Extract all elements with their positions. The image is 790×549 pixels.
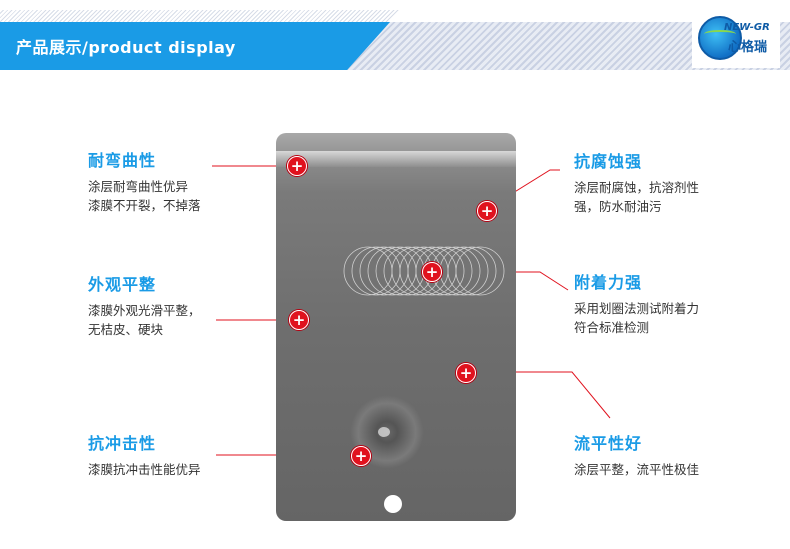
- header-decoration: [0, 10, 400, 24]
- feature-desc-line: 漆膜外观光滑平整，: [88, 303, 201, 318]
- panel-impact-core: [378, 427, 390, 437]
- header-banner: 产品展示/product display NEW-GR 心格瑞: [0, 0, 790, 90]
- logo-text-en: NEW-GR: [724, 22, 770, 33]
- feature-title: 抗冲击性: [88, 434, 157, 453]
- feature-desc-line: 采用划圈法测试附着力: [574, 301, 700, 316]
- feature-title: 流平性好: [574, 434, 643, 453]
- feature-impact-resistance: 抗冲击性 漆膜抗冲击性能优异: [88, 430, 201, 479]
- coated-metal-panel: [276, 133, 516, 521]
- marker-corrosion-plus-icon[interactable]: +: [477, 201, 497, 221]
- feature-title: 抗腐蚀强: [574, 152, 643, 171]
- marker-bend-plus-icon[interactable]: +: [287, 156, 307, 176]
- feature-flat-appearance: 外观平整 漆膜外观光滑平整， 无桔皮、硬块: [88, 271, 201, 339]
- header-title-bar: [0, 22, 390, 70]
- feature-title: 耐弯曲性: [88, 151, 157, 170]
- feature-desc-line: 无桔皮、硬块: [88, 322, 164, 337]
- feature-corrosion-resistance: 抗腐蚀强 涂层耐腐蚀，抗溶剂性 强，防水耐油污: [574, 148, 699, 216]
- feature-bend-resistance: 耐弯曲性 涂层耐弯曲性优异 漆膜不开裂，不掉落: [88, 147, 201, 215]
- brand-logo[interactable]: NEW-GR 心格瑞: [692, 8, 780, 68]
- marker-leveling-plus-icon[interactable]: +: [456, 363, 476, 383]
- cross-hatch-circles: [343, 246, 505, 296]
- logo-text-cn: 心格瑞: [728, 40, 768, 55]
- feature-desc-line: 涂层耐弯曲性优异: [88, 179, 189, 194]
- feature-adhesion: 附着力强 采用划圈法测试附着力 符合标准检测: [574, 269, 699, 337]
- feature-leveling: 流平性好 涂层平整，流平性极佳: [574, 430, 699, 479]
- feature-title: 附着力强: [574, 273, 643, 292]
- feature-desc-line: 符合标准检测: [574, 320, 650, 335]
- feature-desc-line: 漆膜不开裂，不掉落: [88, 198, 201, 213]
- globe-icon: [698, 16, 742, 60]
- panel-bend-fold: [276, 151, 516, 167]
- marker-flat-plus-icon[interactable]: +: [289, 310, 309, 330]
- page-title: 产品展示/product display: [16, 38, 236, 57]
- feature-desc-line: 漆膜抗冲击性能优异: [88, 462, 201, 477]
- feature-title: 外观平整: [88, 275, 157, 294]
- marker-impact-plus-icon[interactable]: +: [351, 446, 371, 466]
- feature-desc-line: 强，防水耐油污: [574, 199, 662, 214]
- feature-desc-line: 涂层耐腐蚀，抗溶剂性: [574, 180, 700, 195]
- marker-adhesion-plus-icon[interactable]: +: [422, 262, 442, 282]
- feature-desc-line: 涂层平整，流平性极佳: [574, 462, 700, 477]
- panel-hole: [384, 495, 402, 513]
